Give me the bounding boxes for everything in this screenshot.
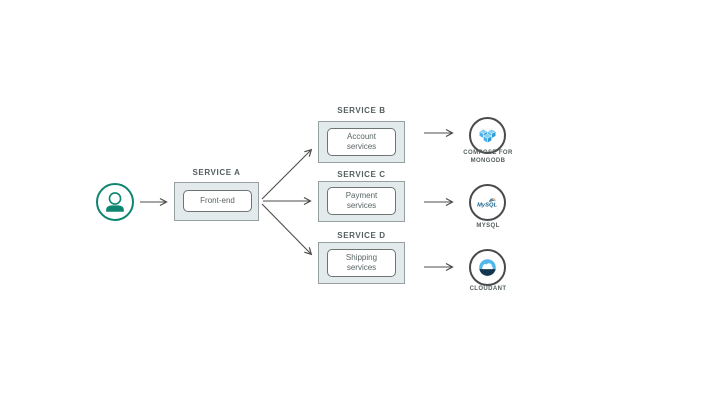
- mongodb-label: COMPOSE FOR MONGODB: [448, 150, 528, 165]
- service-b-label: SERVICE B: [337, 106, 386, 115]
- user-node: [96, 183, 134, 221]
- mongodb-label-line2: MONGODB: [470, 157, 506, 164]
- service-d-node-label-line2: services: [346, 263, 377, 272]
- mysql-label: MYSQL: [448, 223, 528, 231]
- service-b-node-label-line2: services: [346, 142, 377, 151]
- mysql-node: MySQL: [469, 184, 506, 221]
- mysql-icon: MySQL: [477, 197, 498, 208]
- service-d-node-label-line1: Shipping: [345, 253, 378, 262]
- arrow-service-a-to-service-d: [261, 203, 313, 256]
- service-c-node-label-line2: services: [346, 201, 377, 210]
- cloudant-node: [469, 249, 506, 286]
- service-d-label: SERVICE D: [337, 231, 386, 240]
- service-c-node: Payment services: [327, 187, 396, 215]
- arrow-service-a-to-service-b: [261, 148, 313, 200]
- service-c-label: SERVICE C: [337, 170, 386, 179]
- cloudant-icon: [479, 259, 496, 276]
- mongodb-label-line1: COMPOSE FOR: [463, 150, 513, 156]
- service-a-label: SERVICE A: [192, 168, 241, 177]
- compose-mongodb-icon: [478, 128, 496, 143]
- service-b-node-label-line1: Account: [347, 132, 376, 141]
- service-c-node-label-line1: Payment: [345, 191, 378, 200]
- mongodb-node: [469, 117, 506, 154]
- cloudant-label-line1: CLOUDANT: [469, 286, 507, 292]
- service-a-node-label: Front-end: [200, 196, 235, 205]
- user-icon: [106, 192, 124, 212]
- service-d-node: Shipping services: [327, 249, 396, 277]
- service-b-node: Account services: [327, 128, 396, 156]
- cloudant-label: CLOUDANT: [448, 286, 528, 294]
- service-a-node: Front-end: [183, 190, 252, 212]
- mysql-logo-text: MySQL: [477, 202, 498, 208]
- mysql-label-line1: MYSQL: [476, 223, 500, 229]
